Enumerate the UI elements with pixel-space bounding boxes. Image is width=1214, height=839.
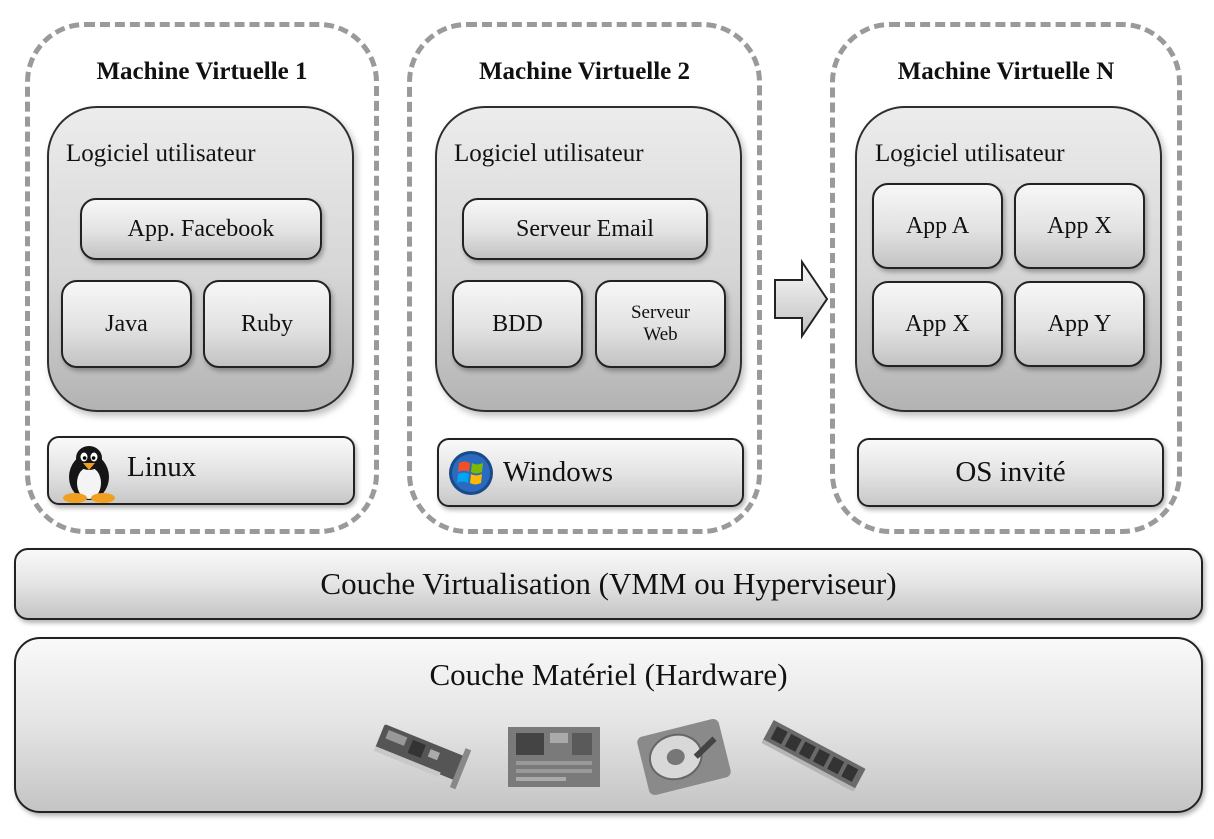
- windows-logo-icon: [447, 449, 495, 497]
- vm-2-app-email-server: Serveur Email: [462, 198, 708, 260]
- vm-n-title: Machine Virtuelle N: [897, 58, 1115, 85]
- vm-2-web-server-line-1: Serveur: [630, 302, 691, 324]
- vm-2-app-bdd: BDD: [452, 280, 583, 368]
- vm-n-app-a: App A: [872, 183, 1003, 269]
- vm-2-software-label: Logiciel utilisateur: [454, 140, 644, 167]
- virtualization-layer: Couche Virtualisation (VMM ou Hyperviseu…: [14, 548, 1203, 620]
- vm-n-app-x-1: App X: [1014, 183, 1145, 269]
- vm-n-app-y: App Y: [1014, 281, 1145, 367]
- network-card-icon: [364, 719, 484, 791]
- vm-1-software-label: Logiciel utilisateur: [66, 140, 256, 167]
- vm-n-software-label: Logiciel utilisateur: [875, 140, 1065, 167]
- vm-1-os-linux: Linux: [47, 436, 355, 505]
- vm-1-os-label: Linux: [127, 451, 197, 483]
- vm-2-os-label: Windows: [503, 456, 613, 488]
- vm-2-container: [407, 22, 762, 534]
- vm-1-app-ruby: Ruby: [203, 280, 331, 368]
- vm-n-os-guest: OS invité: [857, 438, 1164, 507]
- hard-disk-icon: [628, 717, 740, 797]
- right-arrow-icon: [772, 258, 830, 340]
- vm-2-os-windows: Windows: [437, 438, 744, 507]
- vm-n-app-x-2: App X: [872, 281, 1003, 367]
- vm-2-web-server-line-2: Web: [643, 324, 678, 345]
- vm-n-container: [830, 22, 1182, 534]
- vm-2-app-web-server: Serveur Web: [595, 280, 726, 368]
- ram-module-icon: [754, 719, 874, 792]
- motherboard-chip-icon: [502, 721, 606, 793]
- tux-penguin-icon: [57, 443, 121, 503]
- virtualization-layer-label: Couche Virtualisation (VMM ou Hyperviseu…: [320, 566, 897, 601]
- vm-n-os-label: OS invité: [955, 456, 1066, 488]
- vm-1-app-java: Java: [61, 280, 192, 368]
- vm-1-container: [25, 22, 379, 534]
- hardware-layer: Couche Matériel (Hardware): [14, 637, 1203, 813]
- hardware-layer-label: Couche Matériel (Hardware): [429, 657, 788, 692]
- vm-2-title: Machine Virtuelle 2: [478, 58, 691, 85]
- vm-1-title: Machine Virtuelle 1: [96, 58, 308, 85]
- vm-1-app-facebook: App. Facebook: [80, 198, 322, 260]
